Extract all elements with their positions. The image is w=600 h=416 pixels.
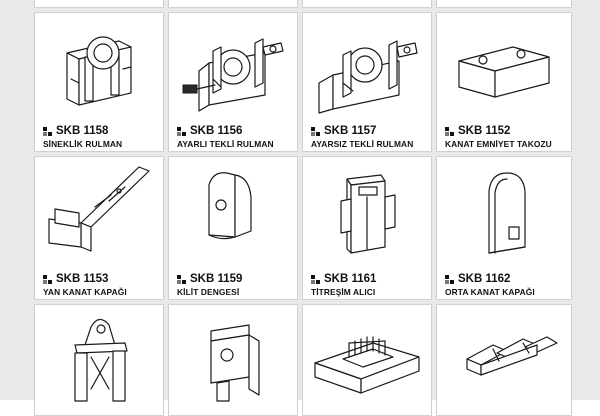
bracket-drawing bbox=[210, 324, 260, 402]
product-code: SKB 1162 bbox=[458, 273, 511, 285]
brand-square-icon bbox=[177, 274, 186, 284]
product-card: SKB 1152 KANAT EMNİYET TAKOZU bbox=[436, 12, 572, 152]
product-code: SKB 1153 bbox=[56, 273, 109, 285]
vibration-absorber-drawing bbox=[340, 174, 396, 254]
product-card: SKB 1159 KİLİT DENGESİ bbox=[168, 156, 298, 300]
product-code: SKB 1157 bbox=[324, 125, 377, 137]
roller-bearing-drawing bbox=[66, 36, 132, 106]
safety-block-drawing bbox=[458, 46, 550, 98]
top-partial-card-4 bbox=[436, 0, 572, 8]
brand-square-icon bbox=[177, 126, 186, 136]
product-card-partial bbox=[168, 304, 298, 416]
product-name: ORTA KANAT KAPAĞI bbox=[445, 287, 535, 297]
product-name: AYARLI TEKLİ RULMAN bbox=[177, 139, 274, 149]
brand-square-icon bbox=[43, 274, 52, 284]
product-card: SKB 1156 AYARLI TEKLİ RULMAN bbox=[168, 12, 298, 152]
product-name: AYARSIZ TEKLİ RULMAN bbox=[311, 139, 414, 149]
product-card: SKB 1161 TİTREŞİM ALICI bbox=[302, 156, 432, 300]
product-card-partial bbox=[436, 304, 572, 416]
brand-square-icon bbox=[445, 274, 454, 284]
product-name: TİTREŞİM ALICI bbox=[311, 287, 376, 297]
product-name: KANAT EMNİYET TAKOZU bbox=[445, 139, 552, 149]
product-card: SKB 1162 ORTA KANAT KAPAĞI bbox=[436, 156, 572, 300]
product-card-partial bbox=[302, 304, 432, 416]
product-name: YAN KANAT KAPAĞI bbox=[43, 287, 127, 297]
adjustable-roller-drawing bbox=[182, 38, 284, 112]
top-partial-card-2 bbox=[168, 0, 298, 8]
product-card: SKB 1153 YAN KANAT KAPAĞI bbox=[34, 156, 164, 300]
middle-cap-drawing bbox=[488, 172, 526, 254]
product-code: SKB 1161 bbox=[324, 273, 377, 285]
brand-square-icon bbox=[311, 274, 320, 284]
product-code: SKB 1158 bbox=[56, 125, 109, 137]
product-code: SKB 1156 bbox=[190, 125, 243, 137]
brand-square-icon bbox=[445, 126, 454, 136]
product-name: KİLİT DENGESİ bbox=[177, 287, 240, 297]
brush-block-drawing bbox=[314, 336, 420, 394]
product-name: SİNEKLİK RULMAN bbox=[43, 139, 123, 149]
product-code: SKB 1152 bbox=[458, 125, 511, 137]
brand-square-icon bbox=[311, 126, 320, 136]
product-card-partial bbox=[34, 304, 164, 416]
clip-holder-drawing bbox=[74, 318, 128, 402]
product-code: SKB 1159 bbox=[190, 273, 243, 285]
top-partial-card-1 bbox=[34, 0, 164, 8]
product-card: SKB 1157 AYARSIZ TEKLİ RULMAN bbox=[302, 12, 432, 152]
brand-square-icon bbox=[43, 126, 52, 136]
lock-balance-drawing bbox=[208, 172, 252, 240]
product-card: SKB 1158 SİNEKLİK RULMAN bbox=[34, 12, 164, 152]
top-partial-card-3 bbox=[302, 0, 432, 8]
fixed-roller-drawing bbox=[318, 40, 418, 114]
chain-link-drawing bbox=[466, 336, 558, 376]
side-cap-drawing bbox=[48, 166, 150, 252]
